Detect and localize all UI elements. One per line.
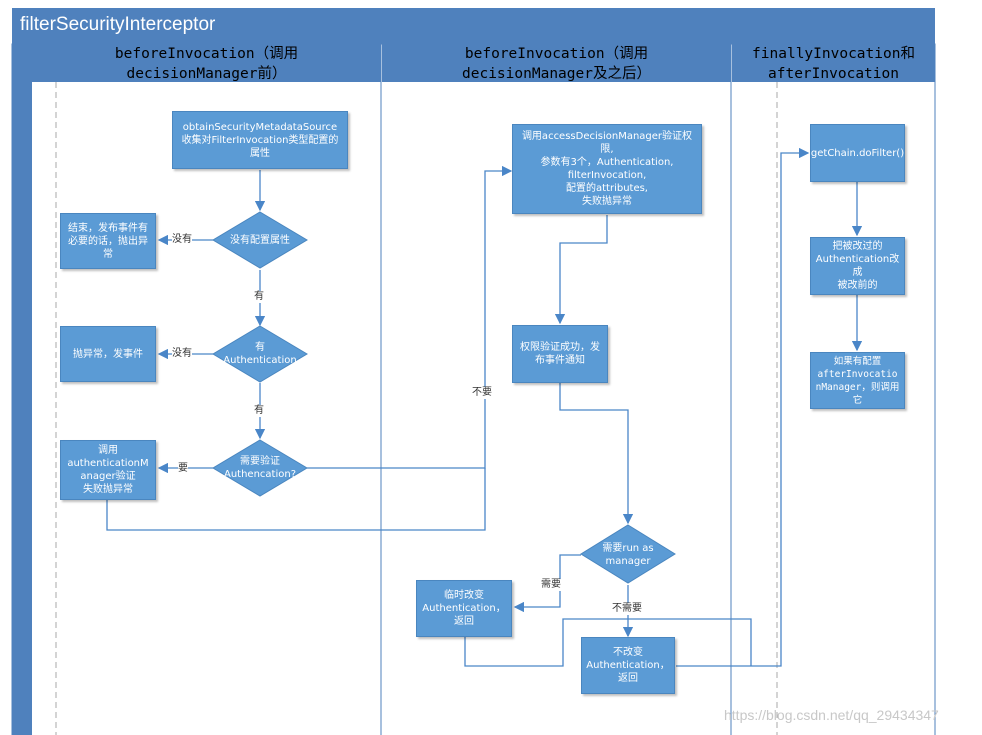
decision-need-runas-label: 需要run as manager [602, 543, 654, 567]
decision-no-config-label: 没有配置属性 [230, 235, 290, 246]
node-call-auth-manager: 调用 authenticationManager验证 失败抛异常 [60, 440, 156, 500]
node-do-filter: getChain.doFilter() [810, 124, 905, 182]
decision-has-auth [212, 325, 308, 383]
lane-header-line: afterInvocation [768, 66, 899, 82]
decision-no-config [212, 211, 308, 269]
decision-need-runas [580, 524, 676, 584]
lane-header-line: decisionManager前） [126, 66, 287, 82]
lane-header-line: beforeInvocation（调用 [114, 46, 299, 62]
title-bar [12, 8, 935, 44]
edge-label-none: 没有 [172, 234, 192, 246]
decision-need-auth [212, 439, 308, 497]
node-access-decision: 调用accessDecisionManager验证权限, 参数有3个，Authe… [512, 124, 702, 214]
node-obtain-metadata: obtainSecurityMetadataSource 收集对FilterIn… [172, 111, 348, 169]
lane-header-line: finallyInvocation和 [752, 46, 915, 62]
node-throw-publish: 抛异常，发事件 [60, 326, 156, 382]
node-restore-auth: 把被改过的 Authentication改成 被改前的 [810, 237, 905, 295]
edge-label-need-runas: 需要 [541, 579, 561, 591]
edge-label-has: 有 [254, 405, 264, 417]
edge-label-no-runas: 不需要 [612, 603, 642, 615]
node-end-publish: 结束，发布事件有必要的话，抛出异常 [60, 213, 156, 269]
edge [106, 468, 486, 531]
lane-header-line: beforeInvocation（调用 [464, 46, 649, 62]
diagram-title: filterSecurityInterceptor [20, 14, 216, 35]
lane-header-finally: finallyInvocation和 afterInvocation [732, 44, 935, 82]
edge [307, 165, 513, 469]
edge-label-need: 要 [178, 463, 188, 475]
left-lane-strip [12, 44, 32, 735]
node-no-change: 不改变 Authentication，返回 [581, 637, 675, 694]
edge-label-none: 没有 [172, 348, 192, 360]
node-temp-change: 临时改变 Authentication，返回 [416, 580, 512, 637]
decision-need-auth-label: 需要验证 Authencation? [223, 456, 297, 480]
node-after-invocation: 如果有配置 afterInvocationManager，则调用它 [810, 352, 905, 409]
watermark: https://blog.csdn.net/qq_29434347 [724, 707, 939, 723]
lane-header-before-decision: beforeInvocation（调用 decisionManager前） [32, 44, 381, 82]
lane-header-line: decisionManager及之后） [462, 66, 651, 82]
edge [464, 618, 752, 667]
lane-header-decision-and-after: beforeInvocation（调用 decisionManager及之后） [382, 44, 731, 82]
decision-has-auth-label: 有 Authentication [223, 342, 297, 366]
edge-label-has: 有 [254, 291, 264, 303]
edge [559, 383, 634, 525]
edge [676, 147, 810, 667]
edge [554, 215, 608, 325]
edge-label-not-need: 不要 [472, 387, 492, 399]
node-auth-success: 权限验证成功，发布事件通知 [512, 325, 608, 383]
